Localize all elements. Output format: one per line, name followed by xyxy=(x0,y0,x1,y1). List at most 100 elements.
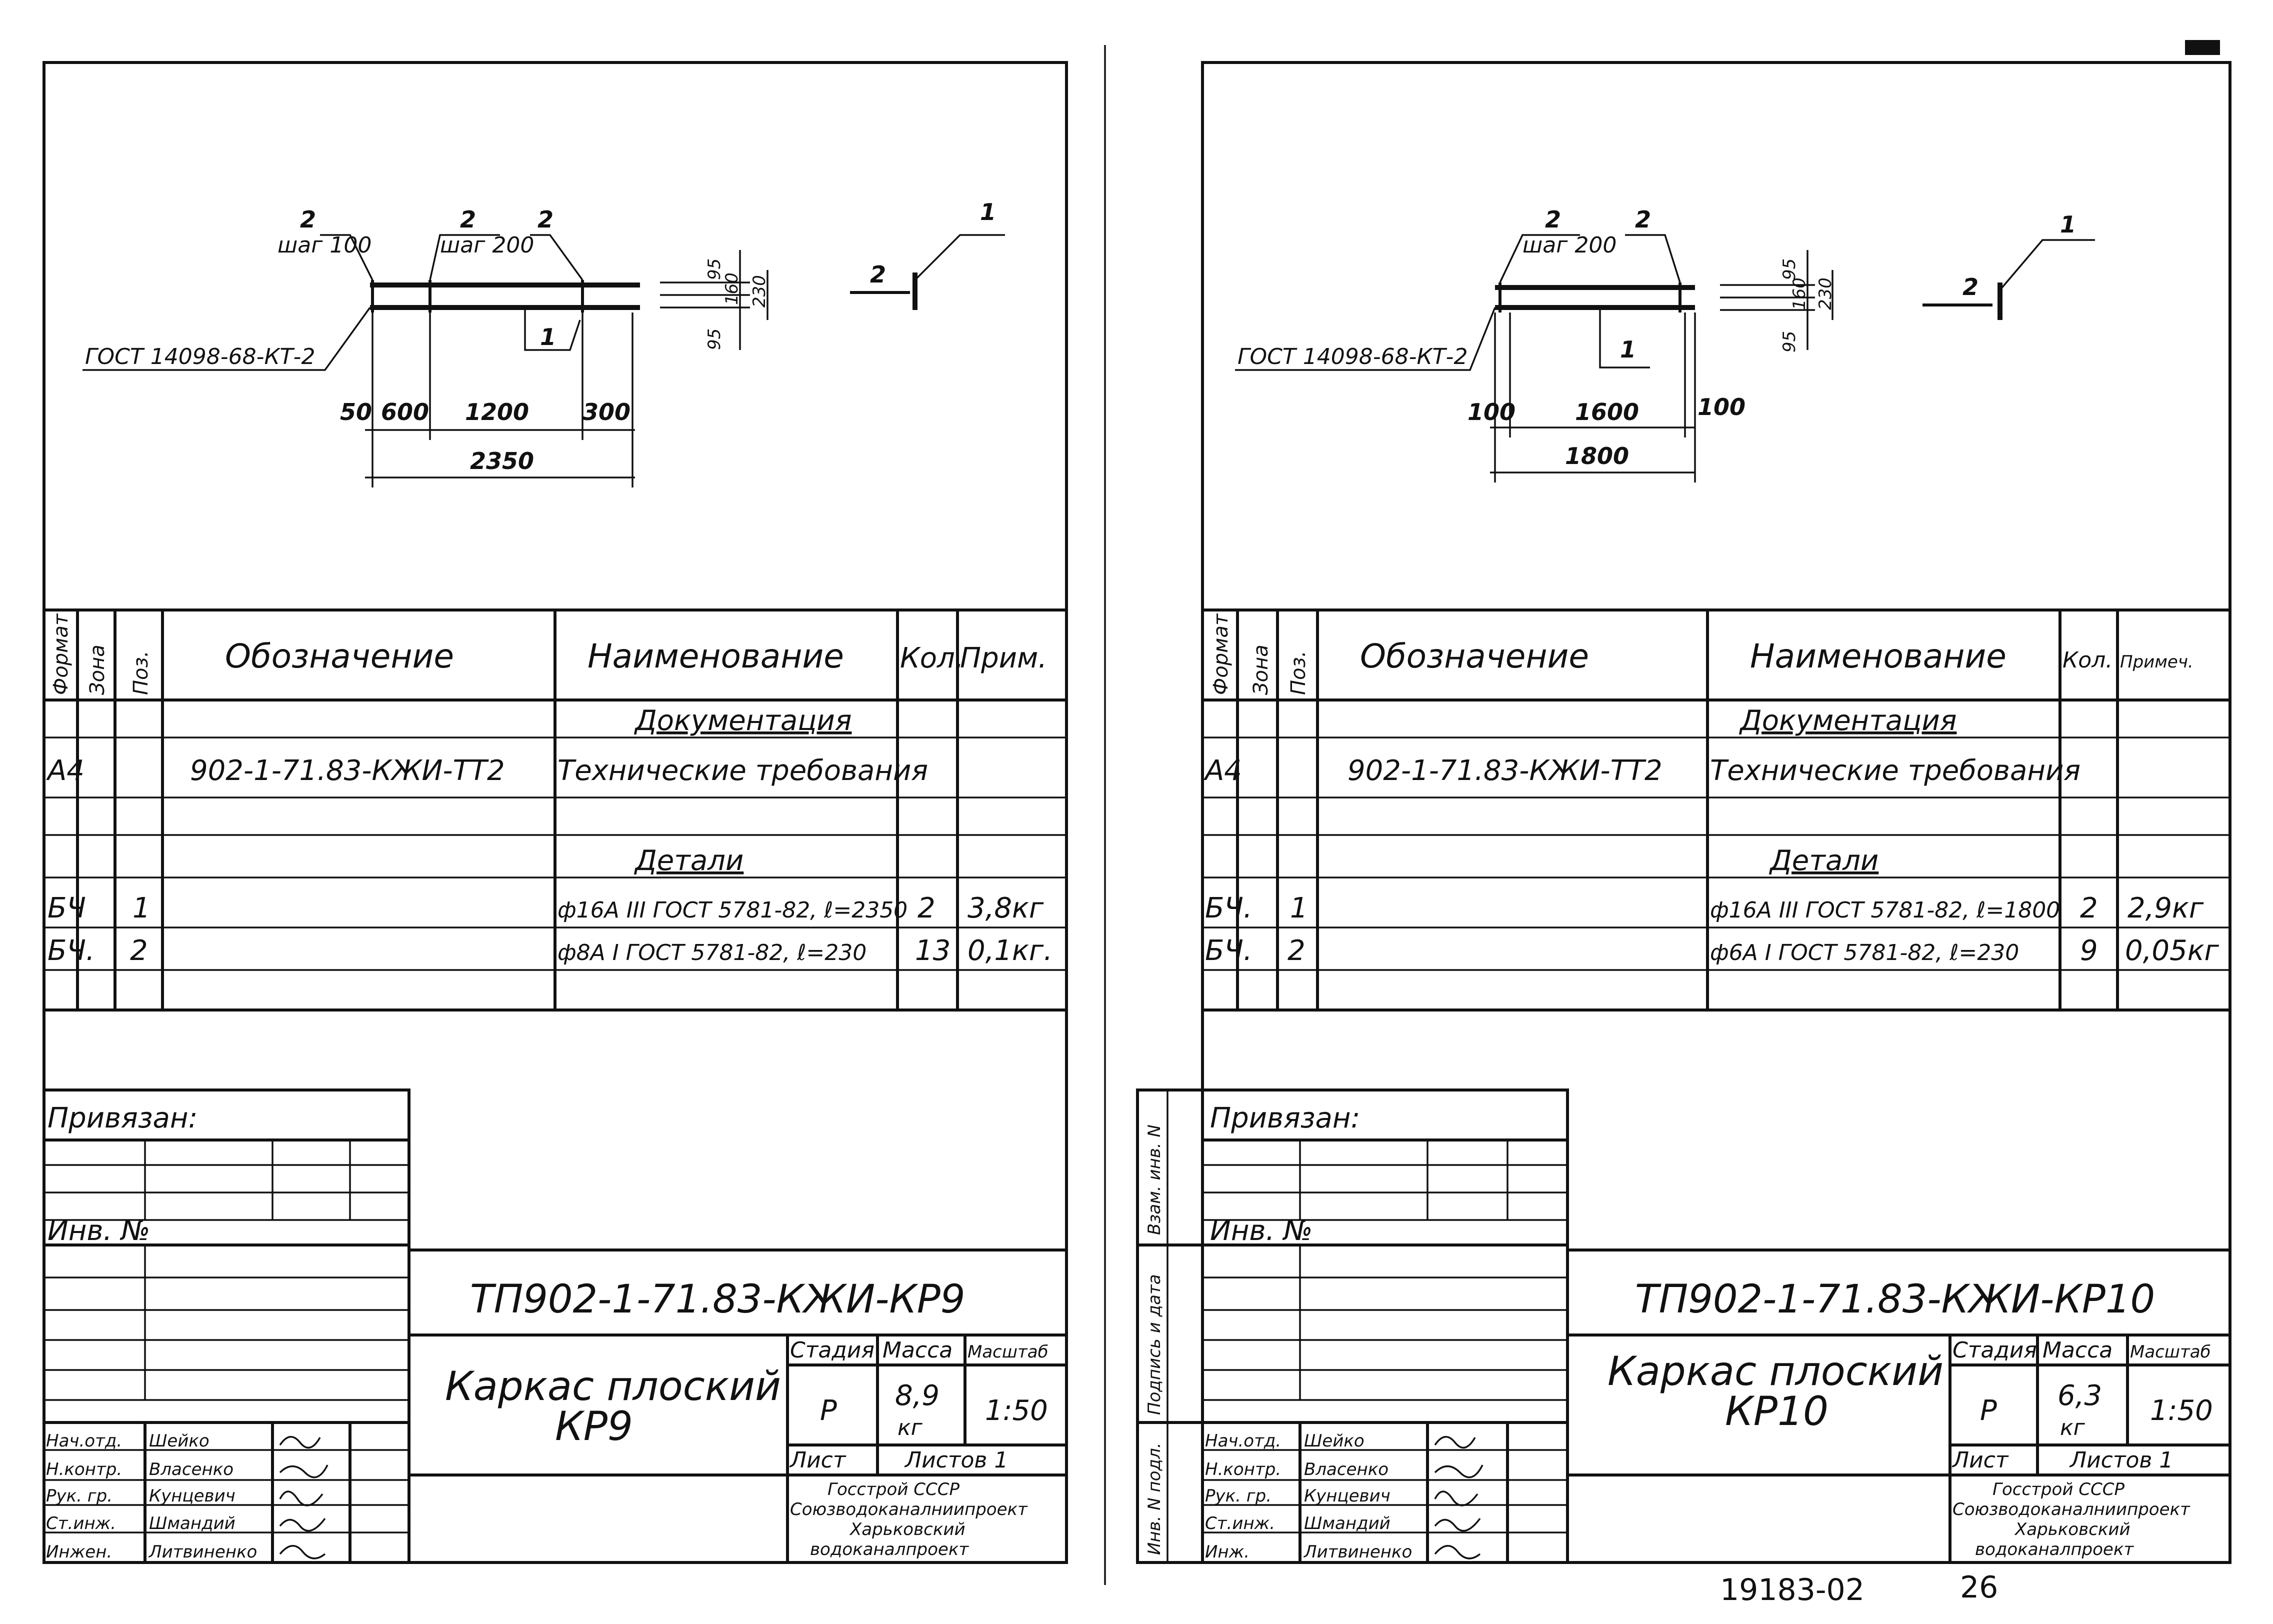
left-person: Власенко xyxy=(149,1460,234,1480)
left-role: Инжен. xyxy=(46,1542,112,1562)
right-header-note: Примеч. xyxy=(2120,652,2194,672)
right-row-qty: 2 xyxy=(2080,892,2098,924)
right-header-format: Формат xyxy=(1210,613,1232,695)
right-leader xyxy=(1625,234,1681,283)
left-person: Шейко xyxy=(149,1431,210,1451)
right-pitch-label: шаг 200 xyxy=(1522,232,1616,258)
right-org-line: водоканалпроект xyxy=(1975,1540,2134,1560)
right-bound-box xyxy=(1201,1088,1569,1564)
left-row-note: 0,1кг. xyxy=(968,934,1052,967)
left-scale: 1:50 xyxy=(985,1394,1048,1427)
right-cage-drawing: 2 шаг 200 2 ГОСТ 14098-68-КТ-2 1 100 160… xyxy=(1235,206,2095,482)
left-role: Рук. гр. xyxy=(46,1486,112,1506)
right-bound-label: Привязан: xyxy=(1210,1102,1360,1134)
left-title-block: Привязан: Инв. № ТП9 xyxy=(42,1088,1066,1564)
left-bound-box xyxy=(42,1088,410,1564)
right-dim-value: 100 xyxy=(1698,394,1746,420)
right-title-line2: КР10 xyxy=(1725,1388,1828,1434)
right-row-qty: 9 xyxy=(2080,934,2098,967)
right-row-note: 0,05кг xyxy=(2125,934,2220,967)
right-section-parts: Детали xyxy=(1768,844,1878,877)
right-row-pos: 2 xyxy=(1288,934,1306,967)
right-section-view: 95 160 95 230 xyxy=(1720,250,1836,352)
right-sheet-label: Лист xyxy=(1952,1448,2009,1473)
right-person: Шейко xyxy=(1304,1431,1364,1451)
left-person: Шмандий xyxy=(149,1514,236,1534)
left-inv-label: Инв. № xyxy=(48,1214,150,1247)
left-pos-label: 2 xyxy=(538,206,554,233)
left-dim-value: 50 xyxy=(340,398,372,426)
left-signature xyxy=(279,1490,324,1506)
right-margin-label: Инв. N подл. xyxy=(1144,1442,1164,1555)
left-person: Кунцевич xyxy=(149,1486,236,1506)
left-side-pos: 1 xyxy=(980,198,996,226)
right-title-line1: Каркас плоский xyxy=(1608,1348,1944,1394)
right-role: Рук. гр. xyxy=(1205,1486,1272,1506)
right-title-block: Инв. N подл. Подпись и дата Взам. инв. N… xyxy=(1136,1088,2230,1564)
left-leader xyxy=(320,234,374,280)
left-doc-format: А4 xyxy=(46,754,84,787)
right-corner-mark xyxy=(2185,40,2220,55)
left-gost-leader xyxy=(82,306,371,371)
left-inner-pos: 1 xyxy=(540,324,556,350)
left-role: Н.контр. xyxy=(46,1460,122,1480)
right-row-pos: 1 xyxy=(1290,892,1308,924)
right-header-qty: Кол. xyxy=(2062,648,2112,673)
left-header-zone: Зона xyxy=(86,644,109,695)
left-signature xyxy=(279,1545,326,1560)
right-margin-label: Подпись и дата xyxy=(1144,1274,1164,1415)
left-title-line2: КР9 xyxy=(555,1403,633,1450)
left-mass: 8,9 xyxy=(895,1380,940,1412)
right-org-line: Госстрой СССР xyxy=(1992,1480,2124,1500)
left-doc-designation: 902-1-71.83-КЖИ-ТТ2 xyxy=(190,754,505,787)
right-mass: 6,3 xyxy=(2058,1380,2102,1412)
left-org-line: Харьковский xyxy=(849,1520,966,1540)
right-section-dim: 95 xyxy=(1780,258,1800,280)
right-gost-label: ГОСТ 14098-68-КТ-2 xyxy=(1238,344,1468,370)
left-header-pos: Поз. xyxy=(130,650,152,695)
left-leader xyxy=(530,234,584,281)
right-leader xyxy=(1499,234,1580,283)
left-title-line1: Каркас плоский xyxy=(445,1363,781,1410)
page-number: 26 xyxy=(1960,1570,1998,1605)
left-section-dim: 95 xyxy=(704,328,724,350)
left-stage-label: Стадия xyxy=(790,1338,874,1363)
right-frame xyxy=(1201,61,2232,1564)
left-cage-drawing: 2 шаг 100 2 шаг 200 2 ГОСТ 14098-68-КТ-2… xyxy=(82,198,1005,488)
left-header-note: Прим. xyxy=(960,642,1047,674)
left-section-parts: Детали xyxy=(634,844,744,877)
right-row-name: ф6А I ГОСТ 5781-82, ℓ=230 xyxy=(1710,940,2019,966)
left-doc-code: ТП902-1-71.83-КЖИ-КР9 xyxy=(470,1277,965,1322)
right-header-designation: Обозначение xyxy=(1360,637,1589,676)
right-inv-label: Инв. № xyxy=(1210,1214,1312,1247)
left-side-view: 1 2 xyxy=(850,198,1005,310)
left-section-dim: 160 xyxy=(722,272,742,305)
left-dim-value: 1200 xyxy=(465,398,529,426)
left-doc-name: Технические требования xyxy=(558,754,928,787)
right-inner-leader xyxy=(1599,308,1650,368)
left-org-line: Госстрой СССР xyxy=(828,1480,960,1500)
right-dim-value: 1600 xyxy=(1575,398,1639,426)
right-doc-format: А4 xyxy=(1204,754,1242,787)
right-scale-label: Масштаб xyxy=(2130,1342,2211,1362)
left-sheet-label: Лист xyxy=(789,1448,846,1473)
left-header-designation: Обозначение xyxy=(225,637,454,676)
left-side-leader xyxy=(914,234,1005,281)
left-row-format: БЧ xyxy=(48,892,86,924)
left-mass-unit: кг xyxy=(898,1415,923,1440)
right-signature xyxy=(1434,1464,1484,1478)
right-section-dim: 230 xyxy=(1816,278,1836,310)
left-header-qty: Кол. xyxy=(900,642,964,674)
right-row-format: БЧ. xyxy=(1205,892,1252,924)
right-side-view: 1 2 xyxy=(1922,211,2095,320)
left-frame xyxy=(42,61,1068,1564)
right-row-name: ф16А III ГОСТ 5781-82, ℓ=1800 xyxy=(1710,898,2060,923)
right-row-format: БЧ. xyxy=(1205,934,1252,967)
left-header-format: Формат xyxy=(50,613,72,695)
left-mass-label: Масса xyxy=(882,1338,952,1363)
left-section-docs: Документация xyxy=(634,704,852,737)
right-pos-label: 2 xyxy=(1635,206,1651,233)
left-row-format: БЧ. xyxy=(48,934,95,967)
left-pos-label: 2 xyxy=(300,206,316,233)
left-sheets-label: Листов 1 xyxy=(904,1448,1008,1473)
